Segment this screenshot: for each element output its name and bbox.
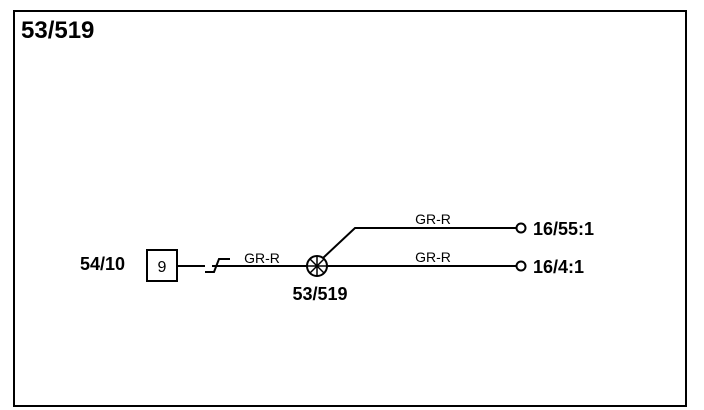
terminal-lower xyxy=(515,260,527,272)
wire-lower-color: GR-R xyxy=(415,249,451,265)
wire-upper-branch xyxy=(322,227,516,259)
connector-box xyxy=(146,249,178,282)
component-ref-label: 54/10 xyxy=(80,254,125,274)
diagram-title: 53/519 xyxy=(21,17,95,44)
splice-label: 53/519 xyxy=(292,284,347,304)
terminal-lower-label: 16/4:1 xyxy=(533,257,584,277)
wire-input-color: GR-R xyxy=(244,250,280,266)
terminal-upper-label: 16/55:1 xyxy=(533,219,594,239)
splice-symbol xyxy=(306,255,328,277)
diagram-frame xyxy=(13,10,687,407)
terminal-upper xyxy=(515,222,527,234)
connector-pin-label: 9 xyxy=(158,259,167,276)
wire-upper-color: GR-R xyxy=(415,211,451,227)
